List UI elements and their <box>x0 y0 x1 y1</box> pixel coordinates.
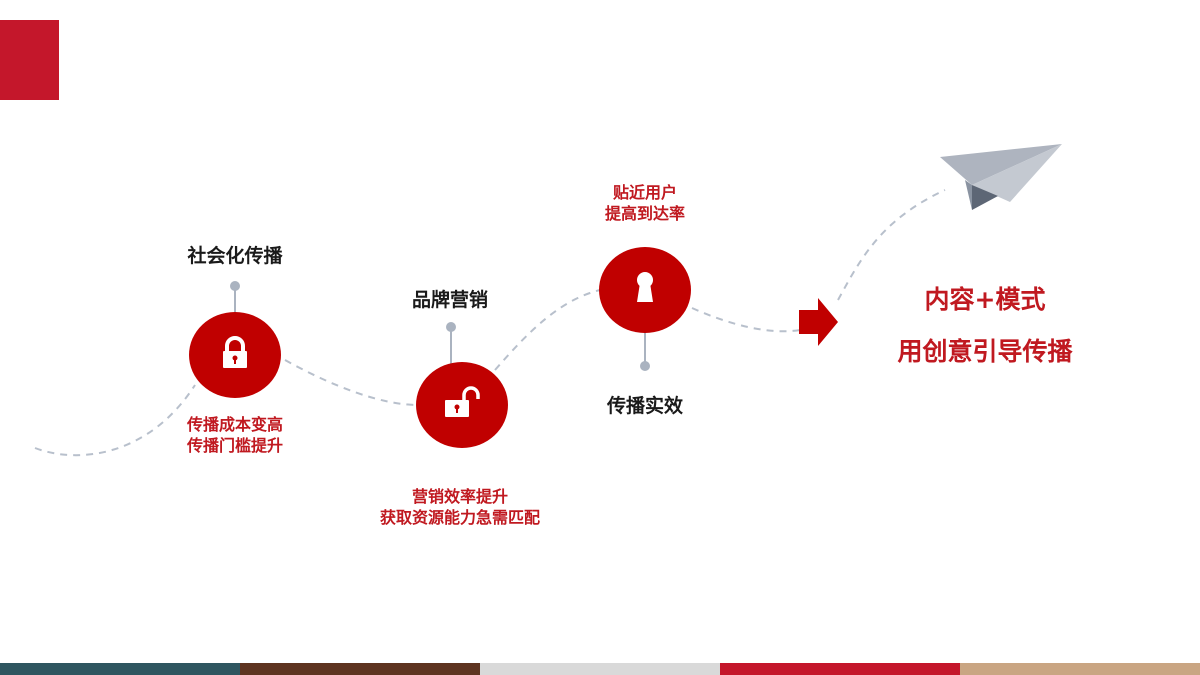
stage-1-title: 社会化传播 <box>187 245 283 267</box>
conclusion-line-1: 内容+模式 <box>924 285 1046 314</box>
stage-1-desc-line-2: 传播门槛提升 <box>186 436 283 455</box>
dashed-flow-path <box>34 189 946 457</box>
footer-segment-red <box>720 663 960 675</box>
conclusion-text: 内容+模式 用创意引导传播 <box>870 274 1100 378</box>
unlock-icon <box>445 386 480 417</box>
stem-2 <box>446 322 456 364</box>
stage-3-title: 传播实效 <box>606 395 683 417</box>
footer-segment-brown <box>240 663 480 675</box>
footer-segment-gray <box>480 663 720 675</box>
stage-2-title: 品牌营销 <box>411 289 488 311</box>
stage-2-node <box>416 362 508 448</box>
stage-1-desc-line-1: 传播成本变高 <box>186 415 283 434</box>
stem-1 <box>230 281 240 312</box>
stem-3 <box>640 332 650 371</box>
paper-plane-icon <box>940 144 1062 210</box>
stage-1-desc: 传播成本变高 传播门槛提升 <box>160 414 310 456</box>
footer-segment-tan <box>960 663 1200 675</box>
stage-3-desc-line-2: 提高到达率 <box>604 204 685 223</box>
stage-3-desc: 贴近用户 提高到达率 <box>575 182 715 224</box>
stage-2-desc: 营销效率提升 获取资源能力急需匹配 <box>350 486 570 528</box>
stage-3-desc-line-1: 贴近用户 <box>612 183 677 202</box>
stage-2-desc-line-2: 获取资源能力急需匹配 <box>379 508 540 527</box>
lock-icon <box>223 336 247 368</box>
arrow-right-icon <box>799 298 838 346</box>
stage-3-node <box>599 247 691 333</box>
keyhole-icon <box>637 272 653 302</box>
footer-color-bar <box>0 663 1200 675</box>
footer-segment-teal <box>0 663 240 675</box>
conclusion-line-2: 用创意引导传播 <box>897 337 1073 366</box>
stage-2-desc-line-1: 营销效率提升 <box>411 487 508 506</box>
stage-1-node <box>189 312 281 398</box>
corner-accent-block <box>0 20 59 100</box>
